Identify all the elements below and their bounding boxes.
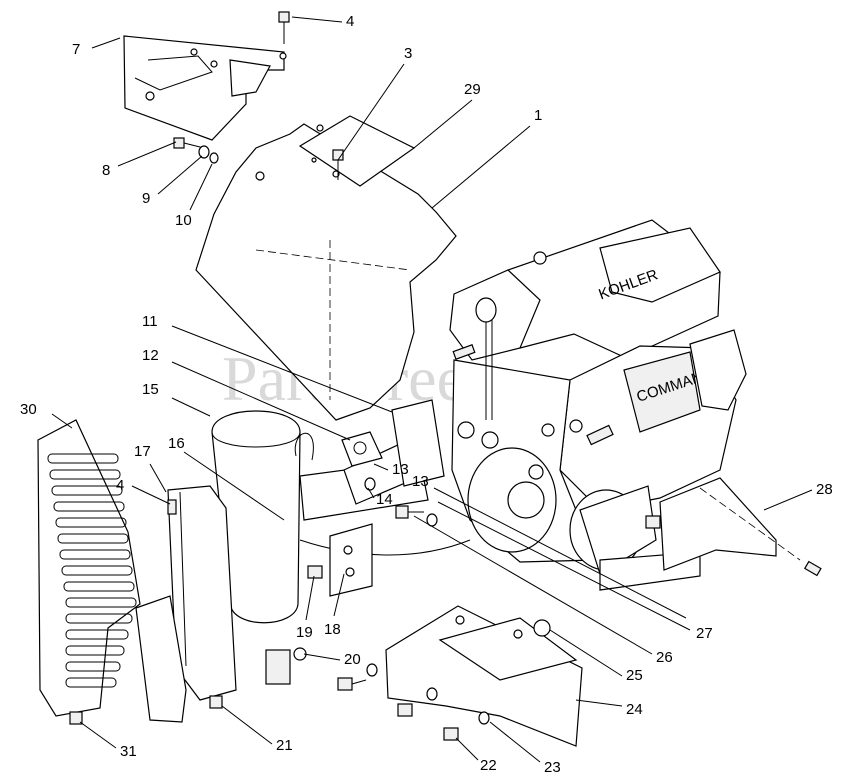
callout-label-1: 1 <box>534 107 542 124</box>
part-24-lower-shield <box>385 605 583 747</box>
callout-label-16: 16 <box>168 435 185 452</box>
callout-label-22: 22 <box>480 757 497 774</box>
callout-label-4: 4 <box>346 13 354 30</box>
part-15-muffler <box>211 410 471 624</box>
callout-label-24: 24 <box>626 701 643 718</box>
part-1-deflector-plate <box>195 123 457 421</box>
leader-line <box>763 489 813 511</box>
part-12-gasket <box>341 431 383 467</box>
callout-label-18: 18 <box>324 621 341 638</box>
callout-label-17: 17 <box>134 443 151 460</box>
callout-label-29: 29 <box>464 81 481 98</box>
grille-slot <box>65 597 137 608</box>
leader-line <box>431 125 531 209</box>
part-28-right-shroud <box>659 477 822 577</box>
leader-line <box>149 463 167 493</box>
callout-label-10: 10 <box>175 212 192 229</box>
leader-line <box>305 575 315 621</box>
callout-label-19: 19 <box>296 624 313 641</box>
callout-label-13: 13 <box>392 461 409 478</box>
leader-line <box>131 485 171 505</box>
callout-label-30: 30 <box>20 401 37 418</box>
callout-label-28: 28 <box>816 481 833 498</box>
leader-line <box>549 629 623 677</box>
leader-line <box>51 413 73 429</box>
leader-line <box>367 487 375 499</box>
callout-label-21: 21 <box>276 737 293 754</box>
grille-slot <box>51 485 123 496</box>
leader-line <box>91 37 121 49</box>
grille-slot <box>55 517 127 528</box>
callout-label-15: 15 <box>142 381 159 398</box>
callout-label-7: 7 <box>72 41 80 58</box>
leader-line <box>413 99 473 149</box>
callout-label-25: 25 <box>626 667 643 684</box>
leader-line <box>303 653 341 661</box>
leader-line <box>437 501 691 631</box>
engine-assembly: KOHLER COMMAND <box>449 219 747 591</box>
leader-line <box>333 573 345 617</box>
callout-label-26: 26 <box>656 649 673 666</box>
leader-lines <box>51 16 813 763</box>
leader-line <box>221 705 273 745</box>
callout-label-23: 23 <box>544 759 561 776</box>
callout-label-9: 9 <box>142 190 150 207</box>
grille-slot <box>59 549 131 560</box>
grille-slot <box>65 613 133 624</box>
grille-slot <box>65 629 129 640</box>
leader-line <box>183 451 285 521</box>
leader-line <box>157 155 203 195</box>
leader-line <box>291 16 343 23</box>
leader-line <box>171 361 351 441</box>
part-11-bracket <box>391 399 445 487</box>
callout-label-11: 11 <box>142 313 158 330</box>
callout-label-31: 31 <box>120 743 137 760</box>
leader-line <box>433 487 687 619</box>
grille-slot <box>53 501 125 512</box>
part-30-grille <box>37 419 141 717</box>
callout-label-20: 20 <box>344 651 361 668</box>
leader-line <box>373 463 389 471</box>
part-17-side-bracket <box>135 485 237 723</box>
leader-line <box>189 163 213 211</box>
grille-slot <box>49 469 121 480</box>
leader-line <box>171 325 393 413</box>
leader-line <box>455 737 479 761</box>
leader-line <box>117 141 177 167</box>
grille-slot <box>47 453 119 464</box>
leader-line <box>413 515 653 655</box>
callout-label-8: 8 <box>102 162 110 179</box>
part-7-upper-bracket <box>123 35 287 141</box>
leader-line <box>79 721 117 749</box>
leader-line <box>171 397 211 417</box>
callout-label-14: 14 <box>376 491 393 508</box>
callout-label-27: 27 <box>696 625 713 642</box>
grille-slot <box>61 565 133 576</box>
grille-slot <box>57 533 129 544</box>
grille-slot <box>63 581 135 592</box>
callout-label-12: 12 <box>142 347 159 364</box>
leader-line <box>575 699 623 707</box>
part-18-bracket <box>329 523 373 597</box>
leader-line <box>489 721 541 763</box>
grille-slot <box>65 661 121 672</box>
callout-label-13: 13 <box>412 473 429 490</box>
grille-slot <box>65 645 125 656</box>
fasteners <box>69 11 661 741</box>
callout-label-4: 4 <box>116 477 124 494</box>
grille-slot <box>65 677 117 688</box>
leader-line <box>337 63 405 161</box>
callout-label-3: 3 <box>404 45 412 62</box>
